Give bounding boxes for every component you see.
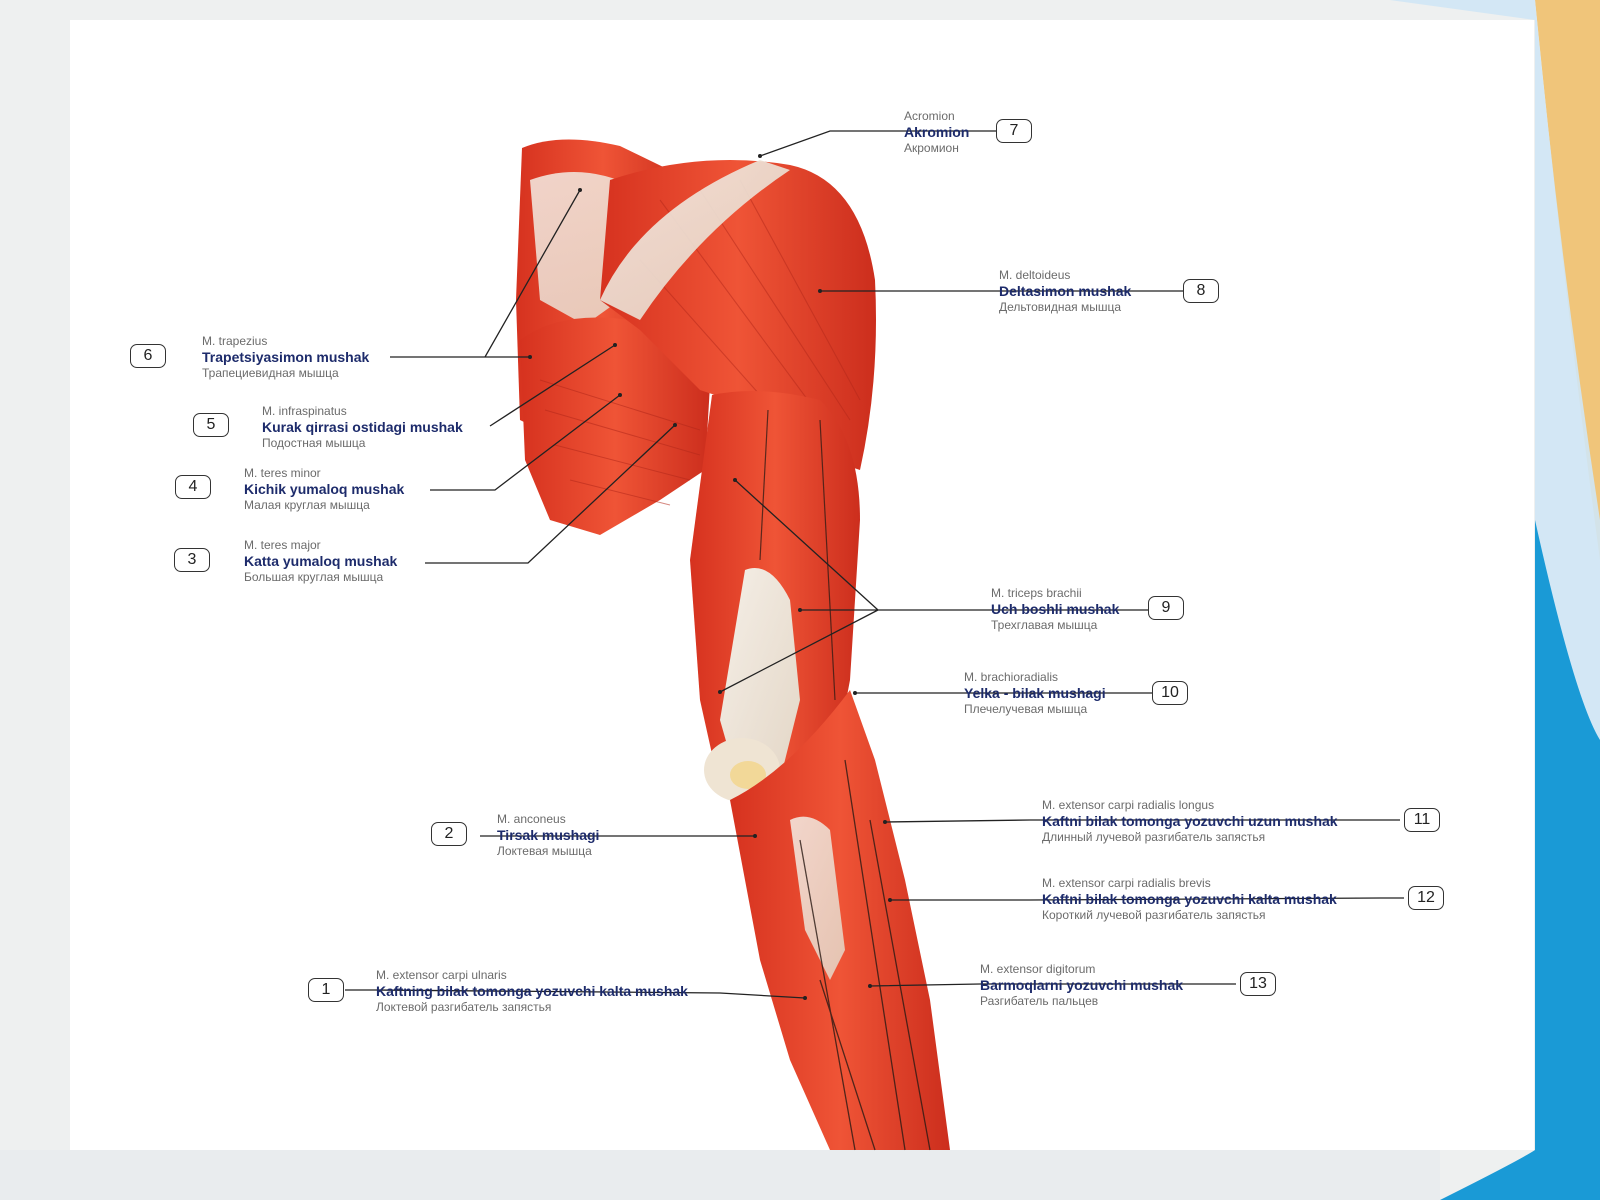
badge-3: 3 xyxy=(174,548,210,572)
label-anconeus: M. anconeus Tirsak mushagi Локтевая мышц… xyxy=(497,812,599,858)
label-russian: Акромион xyxy=(904,140,959,155)
leader-lines xyxy=(345,130,1404,999)
label-uzbek: Yelka - bilak mushagi xyxy=(964,684,1106,701)
leader-line-3 xyxy=(425,424,676,564)
label-russian: Большая круглая мышца xyxy=(244,569,384,584)
label-russian: Дельтовидная мышца xyxy=(999,299,1122,314)
label-latin: M. extensor carpi radialis brevis xyxy=(1042,876,1211,890)
label-ext-carpi-ulnaris: M. extensor carpi ulnaris Kaftning bilak… xyxy=(376,968,688,1014)
label-uzbek: Kaftni bilak tomonga yozuvchi uzun musha… xyxy=(1042,812,1338,829)
label-russian: Малая круглая мышца xyxy=(244,497,370,512)
label-acromion: Acromion Akromion Акромион xyxy=(904,109,969,155)
blue-accent-shape xyxy=(1440,520,1600,1200)
label-uzbek: Kaftni bilak tomonga yozuvchi kalta mush… xyxy=(1042,890,1337,907)
label-ext-digitorum: M. extensor digitorum Barmoqlarni yozuvc… xyxy=(980,962,1183,1008)
leader-line-13 xyxy=(869,983,1236,987)
label-latin: M. deltoideus xyxy=(999,268,1071,282)
label-uzbek: Uch boshli mushak xyxy=(991,600,1120,617)
badge-8: 8 xyxy=(1183,279,1219,303)
acromion-tendon xyxy=(600,160,790,320)
label-russian: Трапециевидная мышца xyxy=(202,365,339,380)
label-russian: Короткий лучевой разгибатель запястья xyxy=(1042,907,1266,922)
label-latin: M. triceps brachii xyxy=(991,586,1082,600)
badge-5: 5 xyxy=(193,413,229,437)
label-deltoid: M. deltoideus Deltasimon mushak Дельтови… xyxy=(999,268,1131,314)
label-teres-minor: M. teres minor Kichik yumaloq mushak Мал… xyxy=(244,466,404,512)
label-russian: Разгибатель пальцев xyxy=(980,993,1099,1008)
label-uzbek: Trapetsiyasimon mushak xyxy=(202,348,370,365)
badge-2: 2 xyxy=(431,822,467,846)
badge-11: 11 xyxy=(1404,808,1440,832)
label-infraspinatus: M. infraspinatus Kurak qirrasi ostidagi … xyxy=(262,404,463,450)
label-brachioradialis: M. brachioradialis Yelka - bilak mushagi… xyxy=(964,670,1106,716)
badge-7: 7 xyxy=(996,119,1032,143)
label-ext-carpi-rad-brevis: M. extensor carpi radialis brevis Kaftni… xyxy=(1042,876,1337,922)
label-uzbek: Kaftning bilak tomonga yozuvchi kalta mu… xyxy=(376,982,688,999)
badge-12: 12 xyxy=(1408,886,1444,910)
leader-line-11 xyxy=(884,819,1400,823)
label-triceps: M. triceps brachii Uch boshli mushak Тре… xyxy=(991,586,1119,632)
label-russian: Подостная мышца xyxy=(262,435,366,450)
label-uzbek: Kichik yumaloq mushak xyxy=(244,480,405,497)
label-uzbek: Katta yumaloq mushak xyxy=(244,552,398,569)
elbow-highlight xyxy=(730,761,766,789)
label-ext-carpi-rad-longus: M. extensor carpi radialis longus Kaftni… xyxy=(1042,798,1338,844)
label-russian: Длинный лучевой разгибатель запястья xyxy=(1042,829,1266,844)
bottom-strip xyxy=(0,1150,1440,1200)
label-uzbek: Tirsak mushagi xyxy=(497,826,600,843)
label-latin: M. infraspinatus xyxy=(262,404,347,418)
label-latin: M. extensor digitorum xyxy=(980,962,1096,976)
label-latin: Acromion xyxy=(904,109,955,123)
leader-line-9 xyxy=(719,479,1148,693)
label-latin: M. trapezius xyxy=(202,334,268,348)
label-latin: M. teres major xyxy=(244,538,321,552)
leader-line-6 xyxy=(390,189,581,358)
label-uzbek: Barmoqlarni yozuvchi mushak xyxy=(980,976,1184,993)
leader-line-12 xyxy=(890,897,1404,901)
leader-line-4 xyxy=(430,394,621,491)
badge-9: 9 xyxy=(1148,596,1184,620)
badge-6: 6 xyxy=(130,344,166,368)
infraspinatus-teres-muscles xyxy=(520,317,710,535)
leader-line-7 xyxy=(759,130,1000,157)
label-russian: Трехглавая мышца xyxy=(991,617,1098,632)
label-latin: M. brachioradialis xyxy=(964,670,1059,684)
badge-4: 4 xyxy=(175,475,211,499)
label-russian: Локтевой разгибатель запястья xyxy=(376,999,552,1014)
label-latin: M. teres minor xyxy=(244,466,321,480)
label-latin: M. anconeus xyxy=(497,812,566,826)
label-teres-major: M. teres major Katta yumaloq mushak Боль… xyxy=(244,538,397,584)
label-latin: M. extensor carpi radialis longus xyxy=(1042,798,1215,812)
leader-line-1 xyxy=(345,989,806,999)
label-latin: M. extensor carpi ulnaris xyxy=(376,968,507,982)
triceps-tendon xyxy=(720,568,800,790)
badge-1: 1 xyxy=(308,978,344,1002)
leader-line-5 xyxy=(489,344,616,427)
badge-10: 10 xyxy=(1152,681,1188,705)
label-russian: Плечелучевая мышца xyxy=(964,701,1088,716)
label-uzbek: Kurak qirrasi ostidagi mushak xyxy=(262,418,463,435)
label-trapezius: M. trapezius Trapetsiyasimon mushak Трап… xyxy=(202,334,369,380)
label-uzbek: Deltasimon mushak xyxy=(999,282,1132,299)
badge-13: 13 xyxy=(1240,972,1276,996)
label-russian: Локтевая мышца xyxy=(497,843,592,858)
label-uzbek: Akromion xyxy=(904,123,970,140)
